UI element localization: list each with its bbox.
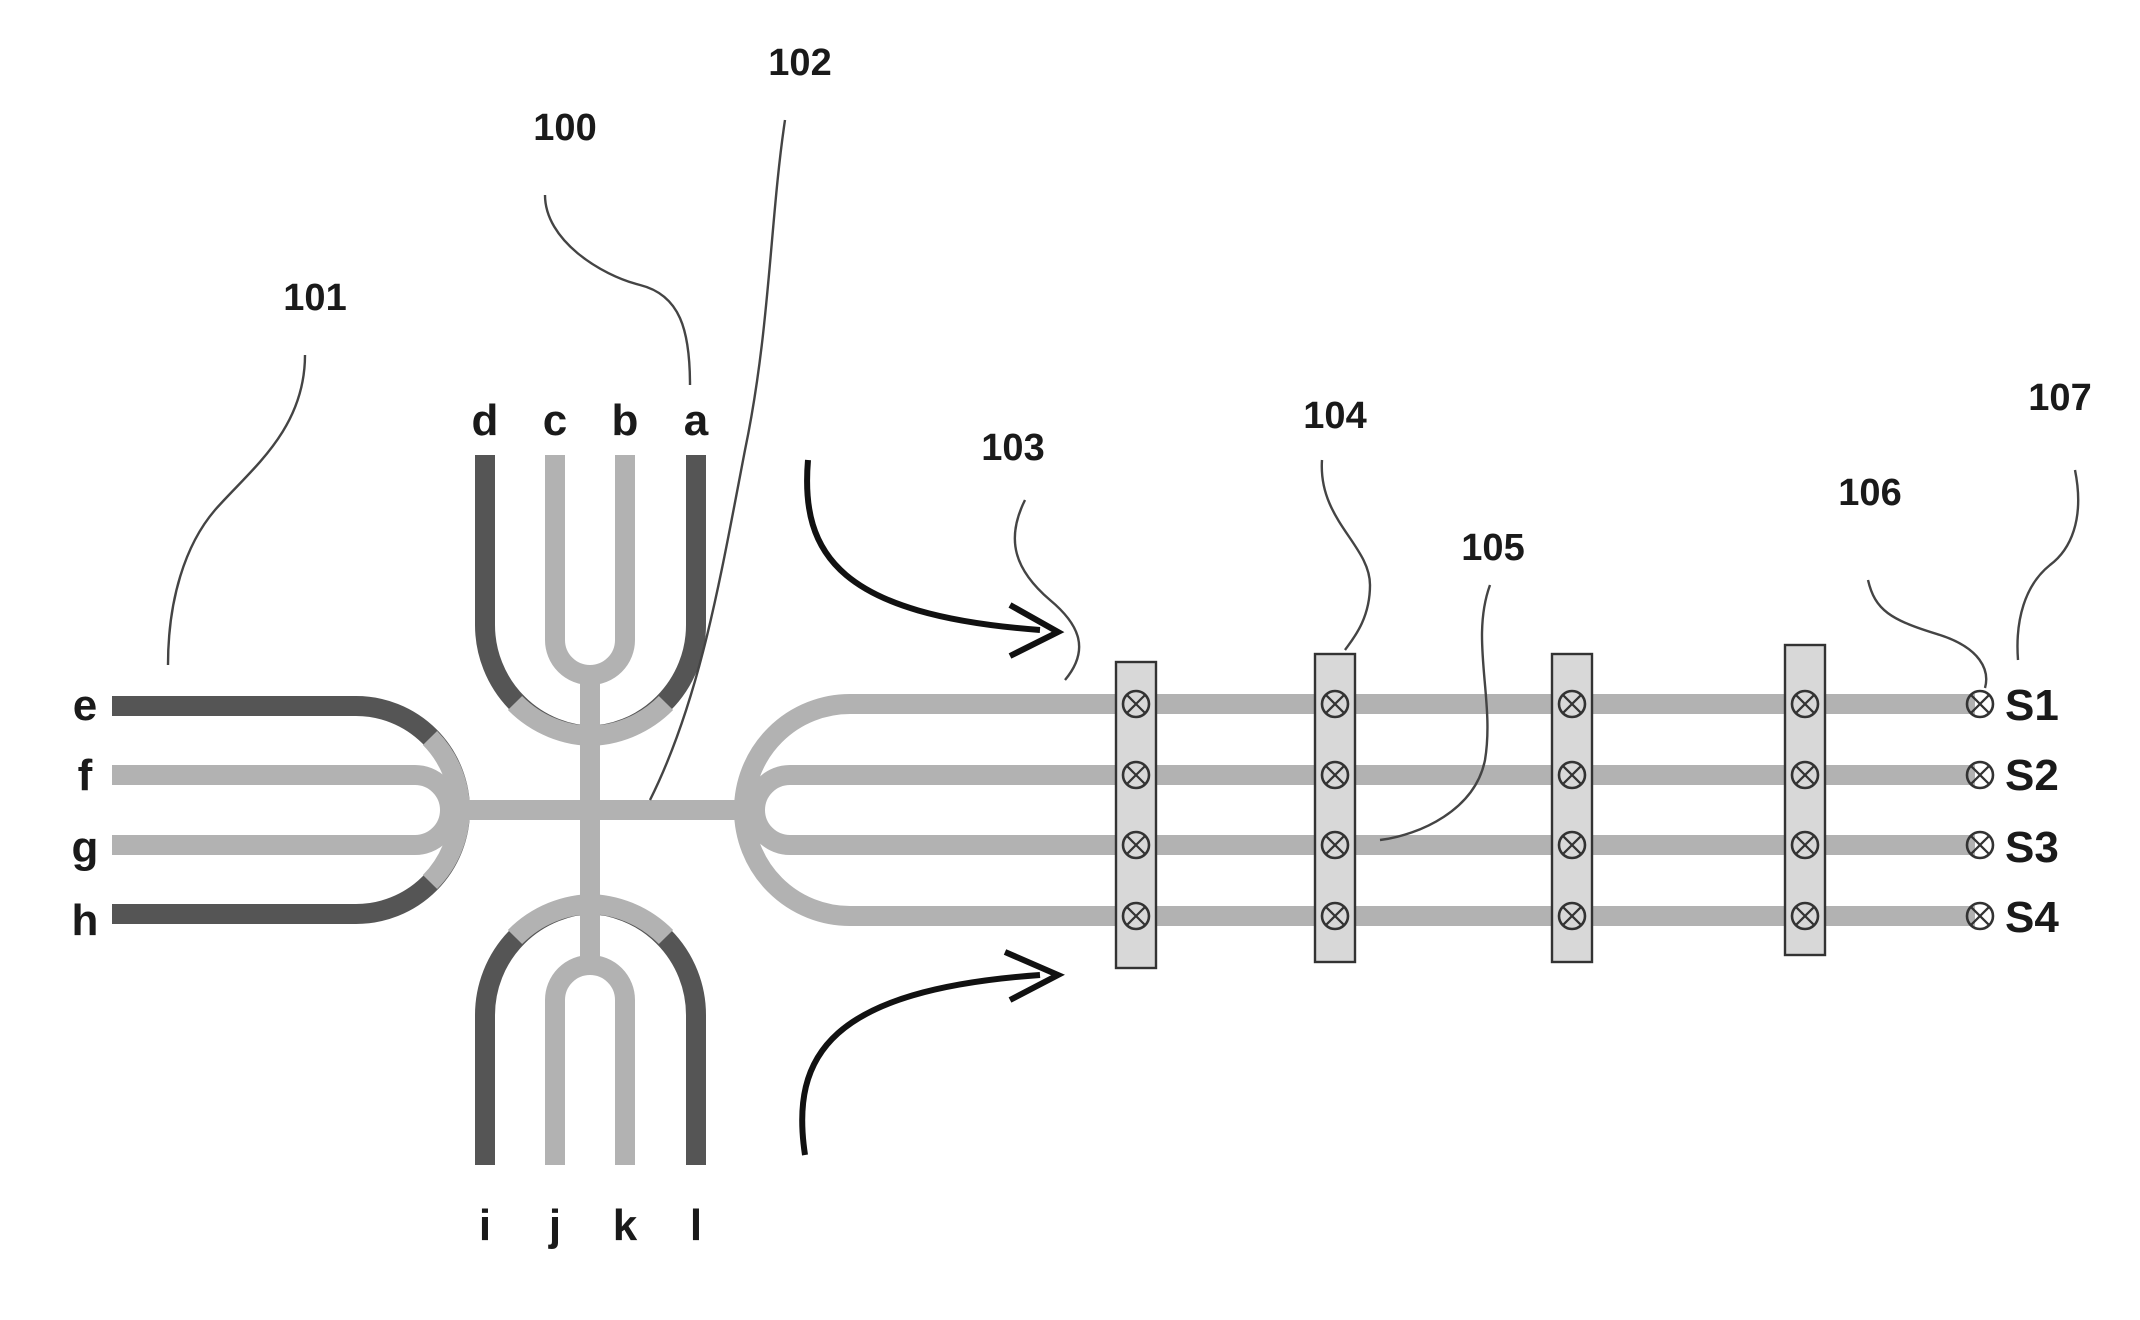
port-g: g <box>72 823 99 872</box>
leader-101 <box>168 355 305 665</box>
channel-network <box>112 455 1975 1165</box>
flow-arrow-top <box>807 460 1040 630</box>
ref-107: 107 <box>2028 377 2091 419</box>
port-h: h <box>72 896 99 945</box>
ref-103: 103 <box>981 427 1044 469</box>
leader-107 <box>2017 470 2078 660</box>
port-b: b <box>612 396 639 445</box>
channel-i <box>485 904 596 1165</box>
flow-arrow-bottom <box>802 975 1040 1155</box>
ref-101: 101 <box>283 277 346 319</box>
sensor-markers <box>1967 691 1993 929</box>
electrode-strip <box>1315 654 1355 962</box>
channel-k <box>590 965 625 1165</box>
ref-102: 102 <box>768 42 831 84</box>
channel-c <box>555 455 590 675</box>
channel-e <box>112 706 460 914</box>
electrode-strip <box>1785 645 1825 955</box>
outlet-s3: S3 <box>2005 823 2059 872</box>
leader-103 <box>1015 500 1079 680</box>
outlet-s2: S2 <box>2005 751 2059 800</box>
port-k: k <box>613 1201 638 1250</box>
channel-j <box>555 965 590 1165</box>
ref-105: 105 <box>1461 527 1524 569</box>
ref-106: 106 <box>1838 472 1901 514</box>
port-l: l <box>690 1201 702 1250</box>
port-i: i <box>479 1201 491 1250</box>
leader-106 <box>1868 580 1986 688</box>
electrode-strip <box>1552 654 1592 962</box>
port-j: j <box>548 1201 561 1250</box>
leader-104 <box>1322 460 1370 650</box>
ref-100: 100 <box>533 107 596 149</box>
lane-s2 <box>755 775 790 845</box>
port-a: a <box>684 396 709 445</box>
port-e: e <box>73 681 97 730</box>
channel-b <box>590 455 625 675</box>
port-d: d <box>472 396 499 445</box>
channel-d <box>485 455 596 736</box>
port-c: c <box>543 396 567 445</box>
outlet-s4: S4 <box>2005 893 2059 942</box>
outlet-s1: S1 <box>2005 681 2059 730</box>
port-f: f <box>78 751 93 800</box>
ref-104: 104 <box>1303 395 1366 437</box>
channel-l <box>585 904 696 1165</box>
electrode-strip <box>1116 662 1156 968</box>
channel-a <box>585 455 696 736</box>
leader-100 <box>545 195 690 385</box>
channel-f <box>112 775 450 845</box>
